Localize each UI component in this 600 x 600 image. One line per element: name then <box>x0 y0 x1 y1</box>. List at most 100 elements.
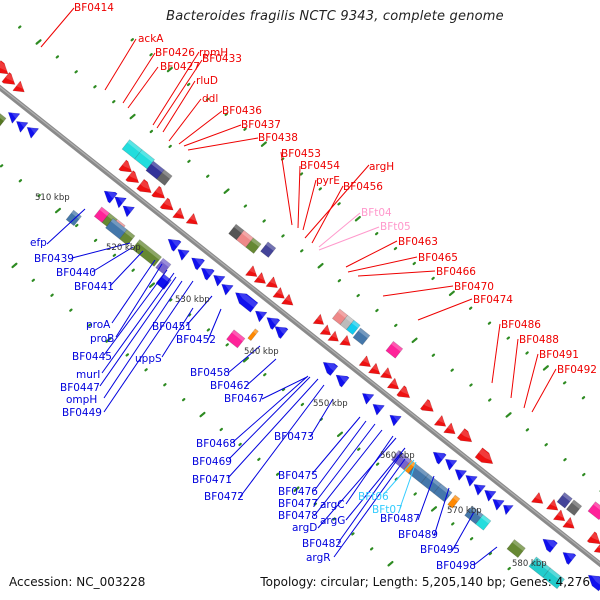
forward-gene-arrow[interactable] <box>312 313 328 329</box>
gene-label[interactable]: ackA <box>138 33 164 45</box>
gene-label[interactable]: BF0470 <box>454 281 494 293</box>
gene-label[interactable]: BF0452 <box>176 334 216 346</box>
feature-box[interactable] <box>121 139 143 160</box>
feature-box[interactable] <box>385 340 404 359</box>
gene-label[interactable]: argC <box>320 499 345 511</box>
forward-gene-arrow[interactable] <box>386 377 402 394</box>
gene-label[interactable]: BF0467 <box>224 393 264 405</box>
gene-label[interactable]: pyrE <box>316 175 340 187</box>
reverse-gene-arrow[interactable] <box>359 389 375 405</box>
forward-gene-arrow[interactable] <box>562 516 578 533</box>
forward-gene-arrow[interactable] <box>593 541 600 558</box>
gene-label[interactable]: BF0487 <box>380 513 420 525</box>
gene-label[interactable]: BF0453 <box>281 148 321 160</box>
reverse-gene-arrow[interactable] <box>489 495 505 511</box>
forward-gene-arrow[interactable] <box>546 498 561 515</box>
gene-label[interactable]: BF0445 <box>72 351 112 363</box>
feature-box[interactable] <box>65 209 82 227</box>
gene-label[interactable]: BFt05 <box>380 221 411 233</box>
gene-label[interactable]: BF0451 <box>152 321 192 333</box>
reverse-gene-arrow[interactable] <box>386 410 402 427</box>
forward-gene-arrow[interactable] <box>433 415 449 431</box>
reverse-gene-arrow[interactable] <box>164 234 182 252</box>
gene-label[interactable]: BF0436 <box>222 105 262 117</box>
gene-label[interactable]: proB <box>90 333 114 345</box>
reverse-gene-arrow[interactable] <box>263 313 281 331</box>
gene-label[interactable]: efp <box>30 237 47 249</box>
forward-gene-arrow[interactable] <box>136 178 155 197</box>
reverse-gene-arrow[interactable] <box>559 548 577 566</box>
gene-label[interactable]: ompH <box>66 394 97 406</box>
forward-gene-arrow[interactable] <box>358 355 374 372</box>
reverse-gene-arrow[interactable] <box>232 288 259 313</box>
forward-gene-arrow[interactable] <box>159 197 177 215</box>
gene-label[interactable]: argR <box>306 552 331 564</box>
gene-label[interactable]: ddl <box>202 93 218 105</box>
gene-label[interactable]: BF0473 <box>274 431 314 443</box>
gene-label[interactable]: BF0463 <box>398 236 438 248</box>
reverse-gene-arrow[interactable] <box>218 280 234 296</box>
reverse-gene-arrow[interactable] <box>111 192 127 209</box>
reverse-gene-arrow[interactable] <box>210 271 226 287</box>
reverse-gene-arrow[interactable] <box>481 486 497 502</box>
feature-box[interactable] <box>475 514 492 531</box>
forward-gene-arrow[interactable] <box>151 185 169 203</box>
feature-box[interactable] <box>236 230 254 248</box>
feature-box[interactable] <box>145 160 165 180</box>
gene-label[interactable]: BF0466 <box>436 266 476 278</box>
gene-label[interactable]: BF0414 <box>74 2 114 14</box>
reverse-gene-arrow[interactable] <box>429 447 447 465</box>
gene-label[interactable]: argH <box>369 161 394 173</box>
gene-label[interactable]: BF0468 <box>196 438 236 450</box>
feature-box[interactable] <box>542 567 565 590</box>
gene-label[interactable]: BF0447 <box>60 382 100 394</box>
feature-box[interactable] <box>506 539 526 559</box>
feature-box[interactable] <box>245 237 262 254</box>
reverse-gene-arrow[interactable] <box>462 471 478 487</box>
reverse-gene-arrow[interactable] <box>198 263 215 281</box>
forward-gene-arrow[interactable] <box>327 330 343 346</box>
gene-label[interactable]: BF0437 <box>241 119 281 131</box>
reverse-gene-arrow[interactable] <box>332 370 350 388</box>
feature-box[interactable] <box>403 459 417 474</box>
feature-box[interactable] <box>0 111 7 129</box>
feature-box[interactable] <box>346 319 361 336</box>
reverse-gene-arrow[interactable] <box>188 253 206 271</box>
reverse-gene-arrow[interactable] <box>5 108 21 124</box>
feature-box[interactable] <box>587 501 600 521</box>
reverse-gene-arrow[interactable] <box>252 306 268 323</box>
gene-label[interactable]: BF0438 <box>258 132 298 144</box>
reverse-gene-arrow[interactable] <box>23 123 40 139</box>
gene-label[interactable]: BF0441 <box>74 281 114 293</box>
gene-label[interactable]: uppS <box>135 353 162 365</box>
forward-gene-arrow[interactable] <box>272 287 288 303</box>
feature-box[interactable] <box>260 241 277 258</box>
gene-label[interactable]: proA <box>86 319 111 331</box>
gene-label[interactable]: argG <box>320 515 345 527</box>
reverse-gene-arrow[interactable] <box>451 465 468 481</box>
gene-label[interactable]: BF0492 <box>557 364 597 376</box>
reverse-gene-arrow[interactable] <box>271 322 289 340</box>
reverse-gene-arrow[interactable] <box>174 245 190 261</box>
forward-gene-arrow[interactable] <box>368 362 383 379</box>
forward-gene-arrow[interactable] <box>456 428 475 447</box>
feature-box[interactable] <box>352 327 371 346</box>
forward-gene-arrow[interactable] <box>396 385 414 403</box>
gene-label[interactable]: BF0476 <box>278 486 318 498</box>
feature-box[interactable] <box>228 223 245 241</box>
reverse-gene-arrow[interactable] <box>119 201 135 218</box>
gene-label[interactable]: BF0439 <box>34 253 74 265</box>
gene-label[interactable]: BF0458 <box>190 367 230 379</box>
forward-gene-arrow[interactable] <box>586 531 600 549</box>
gene-label[interactable]: BF0465 <box>418 252 458 264</box>
feature-box[interactable] <box>447 494 461 509</box>
feature-box[interactable] <box>528 556 551 578</box>
gene-label[interactable]: rluD <box>196 75 218 87</box>
feature-box[interactable] <box>433 483 453 503</box>
reverse-gene-arrow[interactable] <box>500 500 514 516</box>
forward-gene-arrow[interactable] <box>474 447 497 469</box>
gene-label[interactable]: BF0475 <box>278 470 318 482</box>
gene-label[interactable]: BF0433 <box>202 53 242 65</box>
forward-gene-arrow[interactable] <box>319 324 335 340</box>
gene-label[interactable]: BF0486 <box>501 319 541 331</box>
